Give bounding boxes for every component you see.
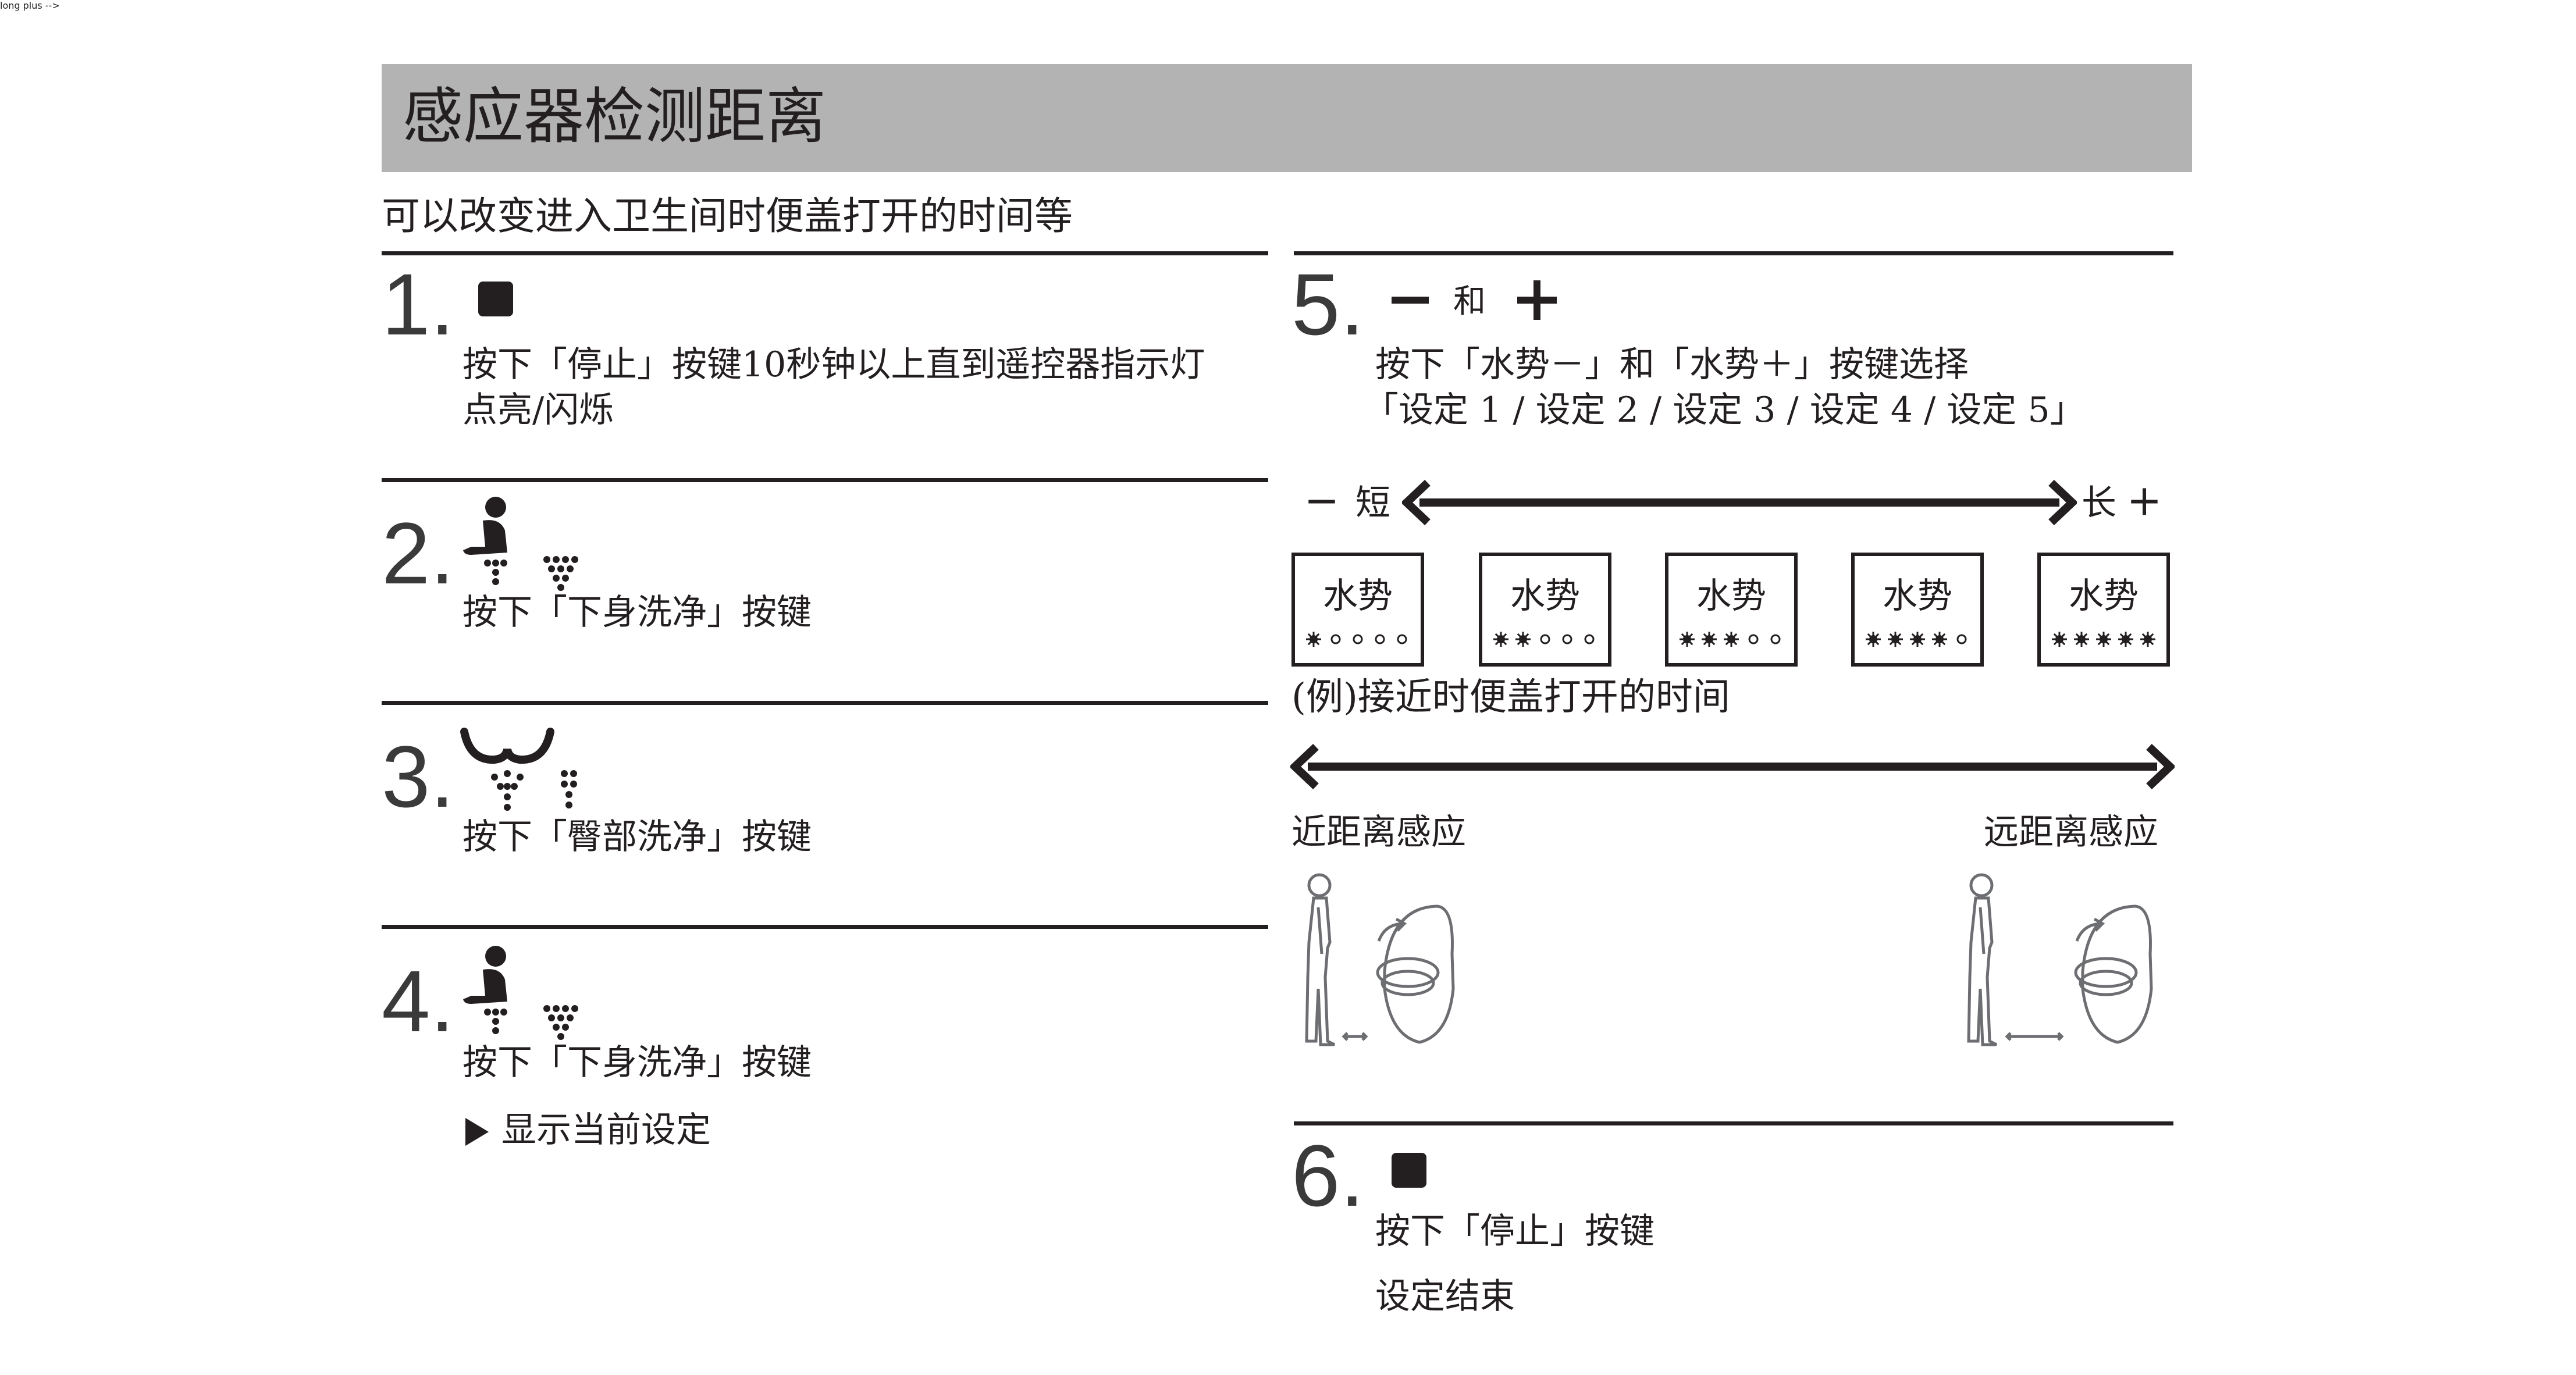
double-arrow-icon (1402, 479, 2077, 526)
level-dot-on (1683, 635, 1691, 643)
divider (382, 925, 1268, 929)
setting-box-4: 水势 (1851, 553, 1984, 667)
page-subtitle: 可以改变进入卫生间时便盖打开的时间等 (382, 194, 1073, 238)
divider (1294, 251, 2173, 255)
step-number: 4. (382, 952, 455, 1050)
divider (382, 251, 1268, 255)
setting-label: 水势 (2069, 576, 2139, 617)
setting-box-3: 水势 (1665, 553, 1798, 667)
step-number: 2. (382, 504, 455, 602)
level-dot-on (1935, 635, 1944, 643)
level-dot-on (1705, 635, 1713, 643)
level-dot-off (1540, 634, 1550, 644)
distance-arrow-icon (1290, 743, 2175, 790)
plus-icon-vertical (1533, 280, 1540, 320)
level-dot-on (2100, 635, 2108, 643)
level-dots (1490, 630, 1600, 648)
setting-box-5: 水势 (2037, 553, 2170, 667)
step-1-text: 按下「停止」按键10秒钟以上直到遥控器指示灯 (462, 344, 1205, 385)
rear-wash-icon (460, 728, 577, 811)
scale-plus: ＋ (2127, 483, 2162, 523)
near-label: 近距离感应 (1291, 812, 1466, 853)
step-4-note: 显示当前设定 (501, 1110, 711, 1150)
level-dot-off (1562, 634, 1572, 644)
level-dot-off (1770, 634, 1781, 644)
scale-long-label: 长 (2082, 483, 2116, 523)
bidet-icon (463, 946, 578, 1040)
step-3-text: 按下「臀部洗净」按键 (462, 817, 812, 857)
step-number: 3. (382, 728, 455, 825)
scale-minus: － (1304, 483, 1339, 523)
stop-icon (1392, 1153, 1426, 1188)
level-dots (1303, 630, 1412, 648)
level-dot-off (1748, 634, 1759, 644)
level-dot-on (1727, 635, 1735, 643)
level-dot-off (1956, 634, 1967, 644)
level-dot-on (1519, 635, 1527, 643)
setting-label: 水势 (1510, 576, 1580, 617)
level-dot-on (2144, 635, 2152, 643)
level-dot-on (1497, 635, 1505, 643)
level-dot-off (1330, 634, 1341, 644)
level-dot-on (1913, 635, 1922, 643)
scale-short-label: 短 (1355, 483, 1390, 523)
level-dot-on (2122, 635, 2130, 643)
bidet-icon (463, 497, 578, 591)
step-5-settings: 「设定 1 / 设定 2 / 设定 3 / 设定 4 / 设定 5」 (1364, 390, 2085, 430)
level-dot-on (1869, 635, 1877, 643)
setting-label: 水势 (1323, 576, 1393, 617)
level-dot-on (1310, 635, 1318, 643)
setting-box-2: 水势 (1479, 553, 1611, 667)
title-bar (382, 64, 2192, 172)
level-dots (1863, 630, 1972, 648)
setting-label: 水势 (1883, 576, 1952, 617)
divider (382, 701, 1268, 705)
divider (1294, 1121, 2173, 1125)
divider (382, 478, 1268, 482)
step-6-text: 按下「停止」按键 (1375, 1211, 1655, 1252)
setting-label: 水势 (1696, 576, 1766, 617)
setting-box-1: 水势 (1291, 553, 1424, 667)
step-number: 5. (1291, 255, 1365, 353)
level-dot-off (1397, 634, 1407, 644)
and-label: 和 (1453, 283, 1486, 320)
level-dot-off (1375, 634, 1385, 644)
page-title: 感应器检测距离 (403, 81, 827, 152)
level-dots (2049, 630, 2158, 648)
person-toilet-near-illustration (1305, 873, 1455, 1046)
level-dot-off (1584, 634, 1595, 644)
step-5-text: 按下「水势－」和「水势＋」按键选择 (1375, 344, 1969, 385)
level-dots (1677, 630, 1786, 648)
step-number: 1. (382, 255, 455, 353)
minus-icon (1392, 297, 1429, 304)
step-6-note: 设定结束 (1375, 1276, 1515, 1317)
level-dot-off (1353, 634, 1363, 644)
step-4-text: 按下「下身洗净」按键 (462, 1042, 812, 1083)
person-toilet-far-illustration (1967, 873, 2153, 1046)
step-number: 6. (1291, 1127, 1365, 1224)
level-dot-on (1891, 635, 1899, 643)
far-label: 远距离感应 (1984, 812, 2158, 853)
level-dot-on (2055, 635, 2063, 643)
triangle-right-icon (465, 1118, 489, 1146)
example-caption: (例)接近时便盖打开的时间 (1291, 676, 1730, 719)
step-1-text-2: 点亮/闪烁 (462, 390, 614, 430)
level-dot-on (2077, 635, 2086, 643)
stop-icon (478, 282, 513, 316)
step-2-text: 按下「下身洗净」按键 (462, 592, 812, 633)
